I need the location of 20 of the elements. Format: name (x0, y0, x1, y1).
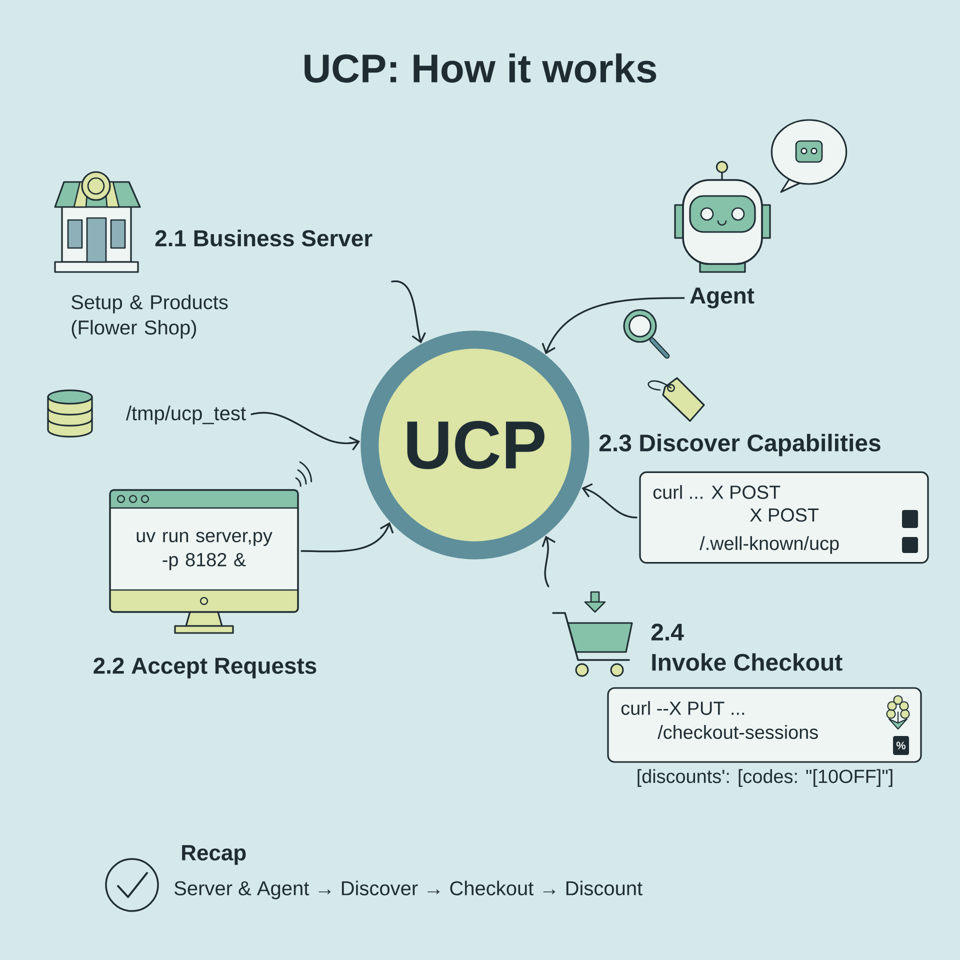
description-text: Setup & Products (Flower Shop) (72, 294, 228, 339)
code-window: uv run server,py -p 8182 & (109, 489, 299, 613)
agent-label: Agent (690, 288, 754, 308)
arrow (542, 536, 556, 588)
section-heading: 2.4 (651, 624, 684, 640)
note-text: [discounts': [codes: "[10OFF]"] (638, 769, 892, 787)
arrow (300, 522, 394, 552)
section-heading: 2.3 Discover Capabilities (599, 434, 880, 456)
path-text: /tmp/ucp_test (126, 406, 246, 424)
arrow (582, 483, 638, 518)
section-heading: 2.1 Business Server (155, 230, 372, 246)
arrow (250, 412, 360, 451)
section-heading: Invoke Checkout (652, 653, 842, 671)
arrow (391, 280, 426, 344)
arrow (542, 297, 685, 354)
recap-text: Server & Agent → Discover → Checkout → Discount (174, 880, 642, 900)
recap-heading: Recap (182, 845, 246, 865)
title: UCP: How it works (304, 53, 656, 83)
section-heading: 2.2 Accept Requests (94, 658, 316, 678)
code-box: curl ... X POST X POST /.well-known/ucp (639, 471, 929, 564)
